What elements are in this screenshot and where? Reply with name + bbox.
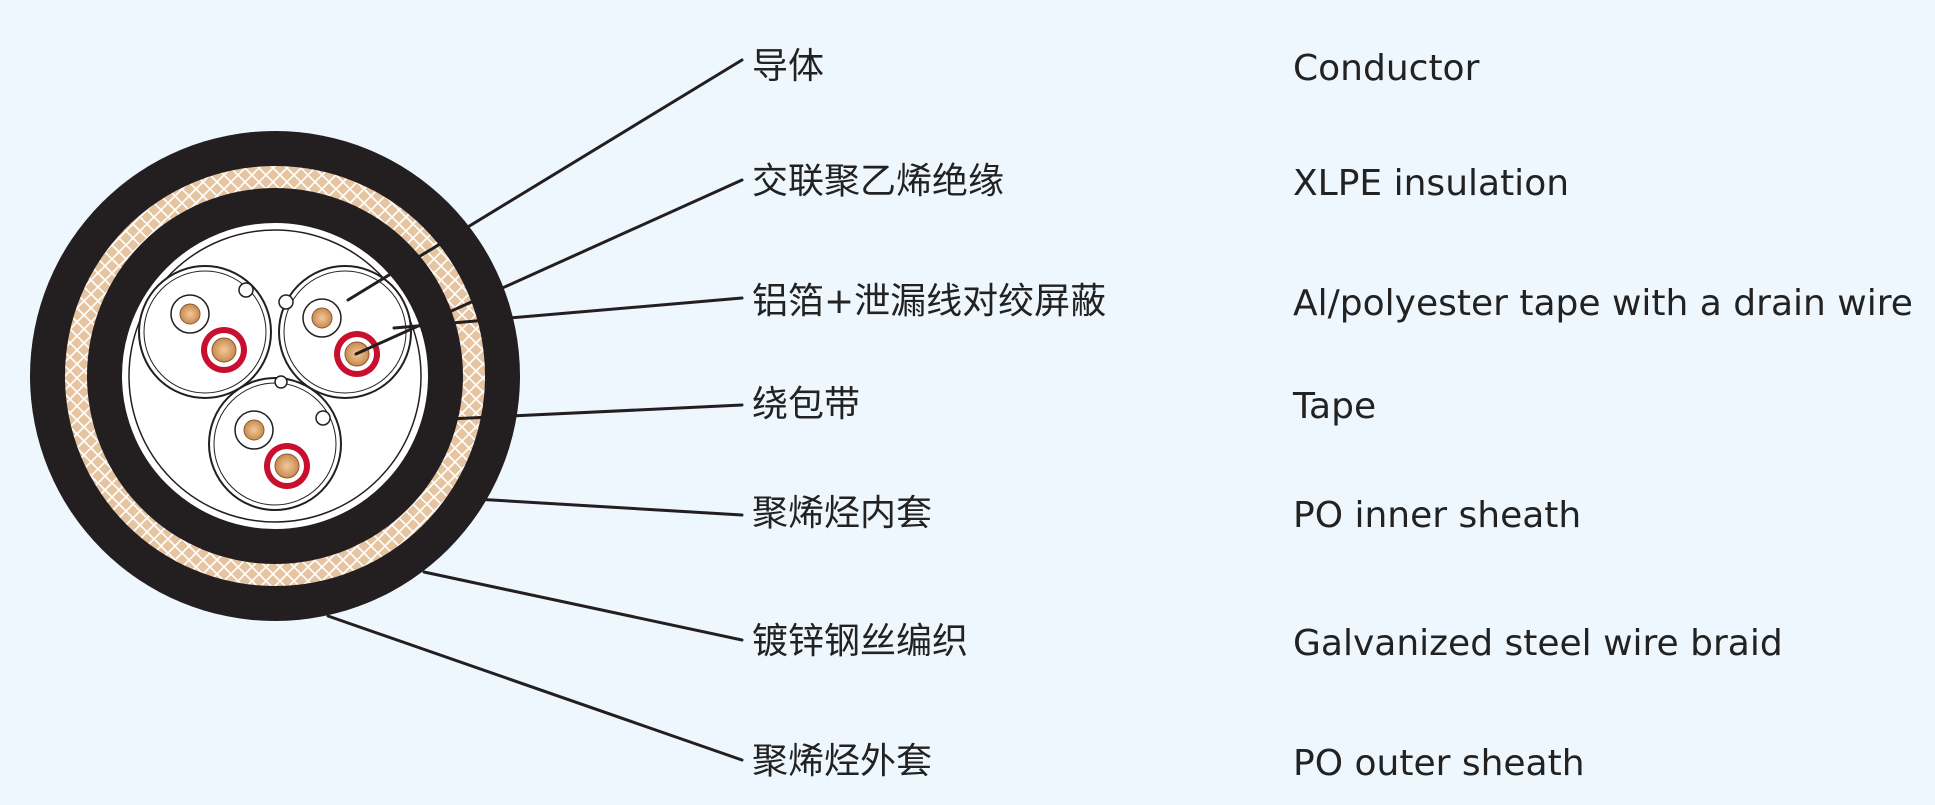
label-cn-tape: 绕包带	[752, 384, 861, 425]
label-cn-outer-sheath: 聚烯烃外套	[752, 741, 933, 782]
leader-line-outer-sheath	[326, 614, 744, 762]
label-en-inner-sheath: PO inner sheath	[1293, 495, 1582, 536]
leader-line-braid	[422, 570, 744, 642]
label-en-xlpe-insulation: XLPE insulation	[1293, 163, 1570, 204]
label-en-shield: Al/polyester tape with a drain wire	[1293, 283, 1913, 324]
conductor	[211, 337, 237, 363]
twisted-pair-1	[138, 265, 272, 399]
center-filler	[274, 375, 288, 389]
conductor	[311, 307, 333, 329]
label-cn-conductor: 导体	[752, 46, 825, 87]
tape-inner-line	[128, 229, 422, 523]
label-cn-braid: 镀锌钢丝编织	[752, 621, 969, 662]
label-en-outer-sheath: PO outer sheath	[1293, 743, 1585, 784]
conductor	[179, 303, 201, 325]
label-cn-shield: 铝箔+泄漏线对绞屏蔽	[752, 281, 1107, 322]
label-en-conductor: Conductor	[1293, 48, 1480, 89]
drain-wire	[238, 282, 254, 298]
label-cn-xlpe-insulation: 交联聚乙烯绝缘	[752, 161, 1005, 202]
leader-line-tape	[426, 403, 744, 422]
label-cn-inner-sheath: 聚烯烃内套	[752, 493, 933, 534]
drain-wire	[278, 294, 294, 310]
drain-wire	[315, 410, 331, 426]
leader-line-shield	[392, 296, 744, 330]
twisted-pair-2	[278, 265, 412, 399]
conductor	[274, 453, 300, 479]
conductor	[243, 419, 265, 441]
label-en-braid: Galvanized steel wire braid	[1293, 623, 1783, 664]
label-en-tape: Tape	[1293, 386, 1377, 427]
twisted-pair-3	[208, 377, 342, 511]
leader-line-conductor	[346, 58, 744, 302]
leader-line-inner-sheath	[456, 496, 744, 517]
